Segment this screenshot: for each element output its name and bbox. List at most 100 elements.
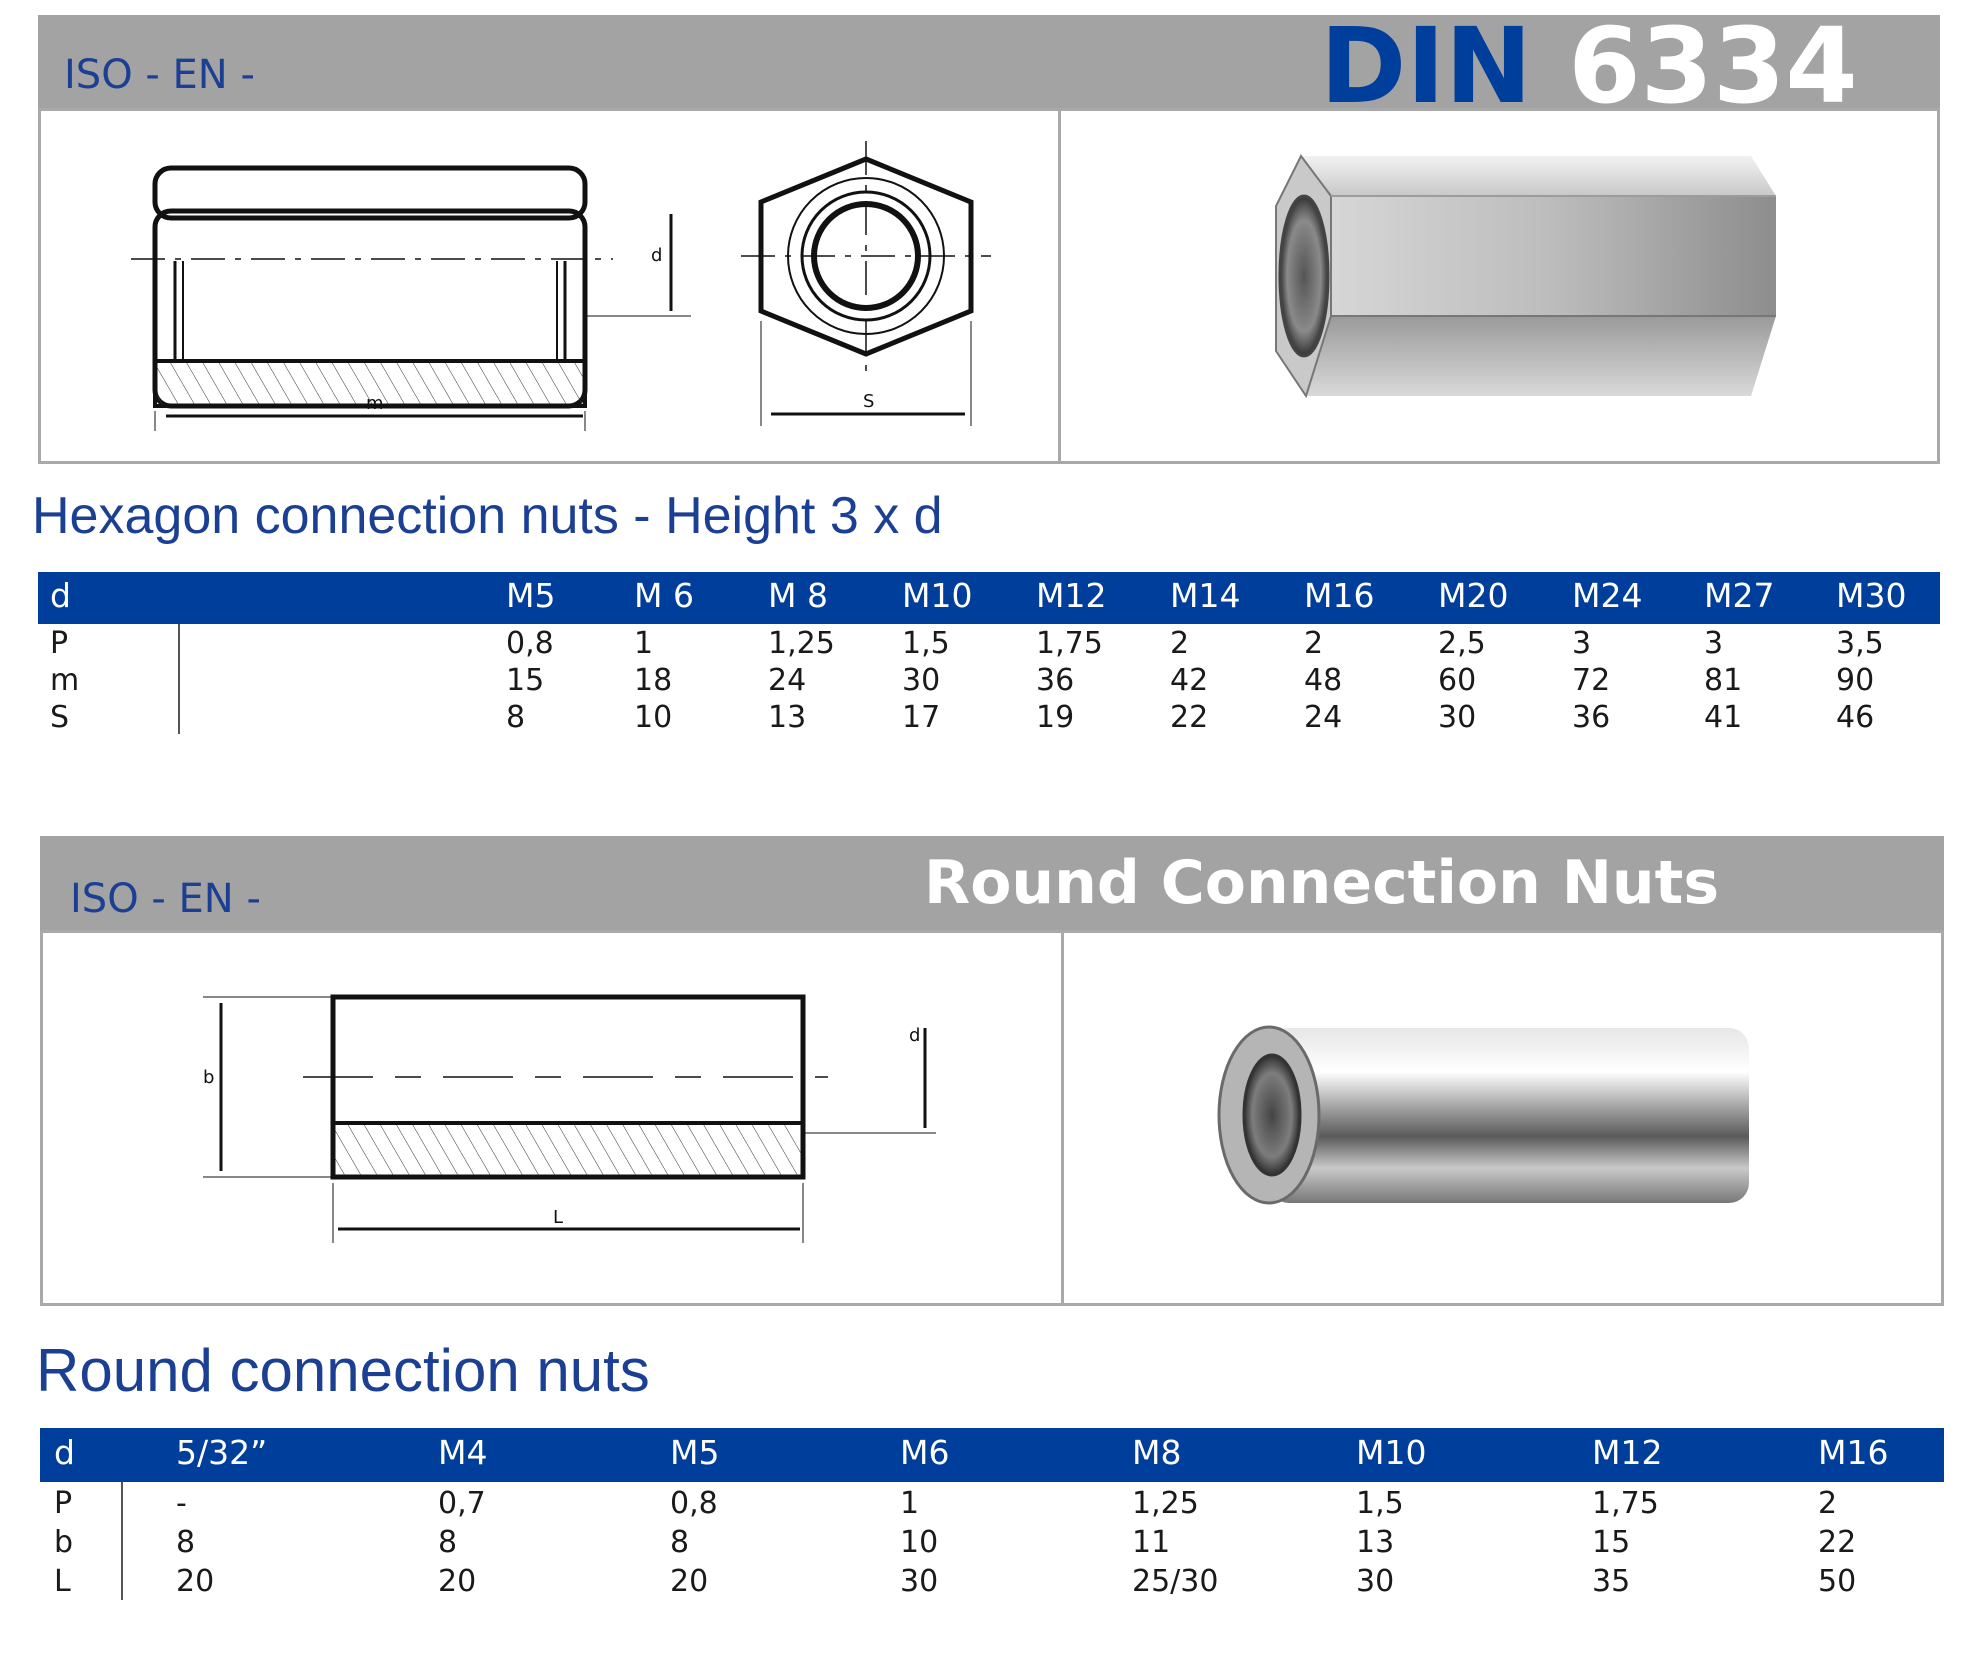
hex-table-cell: 0,8 xyxy=(506,626,554,661)
round-row-label: L xyxy=(54,1564,71,1599)
round-table-cell: 8 xyxy=(176,1525,196,1560)
round-table-cell: 20 xyxy=(438,1564,477,1599)
hex-col-header: M 8 xyxy=(768,576,828,615)
hex-table-cell: 17 xyxy=(902,700,941,735)
hex-table-cell: 30 xyxy=(1438,700,1477,735)
round-col-header: 5/32” xyxy=(176,1433,268,1472)
hex-table-cell: 36 xyxy=(1572,700,1611,735)
round-table-cell: 30 xyxy=(900,1564,939,1599)
hex-label-s: S xyxy=(863,391,874,412)
round-label-d: d xyxy=(909,1025,920,1046)
hex-table-cell: 1,25 xyxy=(768,626,835,661)
round-row-label: b xyxy=(54,1525,74,1560)
round-table-cell: 50 xyxy=(1818,1564,1857,1599)
round-nut-photo xyxy=(1217,1025,1749,1205)
hex-label-m: m xyxy=(366,393,384,414)
round-col-header: M5 xyxy=(670,1433,720,1472)
round-table-cell: 1,5 xyxy=(1356,1486,1404,1521)
hex-table-cell: 24 xyxy=(768,663,807,698)
hex-table-cell: 3 xyxy=(1572,626,1592,661)
round-banner xyxy=(40,836,1944,932)
hex-row-label: S xyxy=(50,700,70,735)
round-col-header: M8 xyxy=(1132,1433,1182,1472)
round-table-cell: 0,7 xyxy=(438,1486,486,1521)
hex-technical-drawing: d m S xyxy=(131,141,991,431)
hex-table-cell: 90 xyxy=(1836,663,1875,698)
round-header-label: d xyxy=(54,1433,75,1472)
hex-table-cell: 2 xyxy=(1304,626,1324,661)
hex-table-cell: 3 xyxy=(1704,626,1724,661)
round-technical-drawing: b d L xyxy=(203,994,936,1243)
hex-table-cell: 60 xyxy=(1438,663,1477,698)
hex-table-divider xyxy=(178,624,180,734)
hex-row-label: P xyxy=(50,626,69,661)
hex-table-cell: 13 xyxy=(768,700,807,735)
round-col-header: M10 xyxy=(1356,1433,1427,1472)
round-table-cell: 11 xyxy=(1132,1525,1171,1560)
round-table-divider xyxy=(121,1482,123,1600)
round-label-b: b xyxy=(203,1067,214,1088)
round-table-cell: 1,75 xyxy=(1592,1486,1659,1521)
hex-table-header xyxy=(38,572,1940,624)
hex-col-header: M 6 xyxy=(634,576,694,615)
round-banner-title: Round Connection Nuts xyxy=(924,848,1720,918)
hex-table-cell: 24 xyxy=(1304,700,1343,735)
round-table-cell: 8 xyxy=(438,1525,458,1560)
hex-col-header: M27 xyxy=(1704,576,1775,615)
round-col-header: M4 xyxy=(438,1433,488,1472)
round-drawing-panel: b d L xyxy=(40,930,1064,1306)
round-label-l: L xyxy=(553,1207,563,1228)
hex-row-label: m xyxy=(50,663,80,698)
round-col-header: M12 xyxy=(1592,1433,1663,1472)
hex-table-cell: 46 xyxy=(1836,700,1875,735)
round-iso-label: ISO - EN - xyxy=(70,876,261,922)
hex-table-cell: 8 xyxy=(506,700,526,735)
round-col-header: M16 xyxy=(1818,1433,1889,1472)
hex-table-cell: 2 xyxy=(1170,626,1190,661)
hex-col-header: M16 xyxy=(1304,576,1375,615)
round-table-cell: 0,8 xyxy=(670,1486,718,1521)
hex-iso-label: ISO - EN - xyxy=(64,52,255,98)
hex-photo-panel xyxy=(1058,108,1940,464)
hex-table-cell: 3,5 xyxy=(1836,626,1884,661)
round-table-cell: 35 xyxy=(1592,1564,1631,1599)
hex-table-cell: 1,5 xyxy=(902,626,950,661)
hex-table-cell: 18 xyxy=(634,663,673,698)
hex-banner xyxy=(38,15,1940,111)
hex-col-header: M10 xyxy=(902,576,973,615)
round-table-cell: 20 xyxy=(176,1564,215,1599)
round-table-cell: 1,25 xyxy=(1132,1486,1199,1521)
hex-nut-photo xyxy=(1275,154,1776,399)
round-row-label: P xyxy=(54,1486,73,1521)
hex-table-cell: 10 xyxy=(634,700,673,735)
round-table-cell: 20 xyxy=(670,1564,709,1599)
hex-table-cell: 15 xyxy=(506,663,545,698)
round-col-header: M6 xyxy=(900,1433,950,1472)
hex-table-cell: 1,75 xyxy=(1036,626,1103,661)
round-table-cell: 30 xyxy=(1356,1564,1395,1599)
round-table-cell: 25/30 xyxy=(1132,1564,1219,1599)
hex-table-cell: 42 xyxy=(1170,663,1209,698)
round-table-cell: 8 xyxy=(670,1525,690,1560)
round-table-cell: 10 xyxy=(900,1525,939,1560)
din-title: DIN 6334 xyxy=(1320,6,1858,126)
hex-table-cell: 19 xyxy=(1036,700,1075,735)
round-table-cell: - xyxy=(176,1486,187,1521)
hex-col-header: M5 xyxy=(506,576,556,615)
hex-table-cell: 41 xyxy=(1704,700,1743,735)
round-table-cell: 13 xyxy=(1356,1525,1395,1560)
hex-col-header: M20 xyxy=(1438,576,1509,615)
hex-label-d: d xyxy=(651,245,662,266)
hex-col-header: M30 xyxy=(1836,576,1907,615)
hex-col-header: M24 xyxy=(1572,576,1643,615)
round-table-cell: 15 xyxy=(1592,1525,1631,1560)
round-table-cell: 22 xyxy=(1818,1525,1857,1560)
hex-table-cell: 36 xyxy=(1036,663,1075,698)
hex-table-cell: 22 xyxy=(1170,700,1209,735)
round-table-header xyxy=(40,1428,1944,1482)
hex-table-cell: 81 xyxy=(1704,663,1743,698)
hex-table-cell: 72 xyxy=(1572,663,1611,698)
hex-table-cell: 1 xyxy=(634,626,654,661)
hex-col-header: M14 xyxy=(1170,576,1241,615)
hex-table-cell: 48 xyxy=(1304,663,1343,698)
